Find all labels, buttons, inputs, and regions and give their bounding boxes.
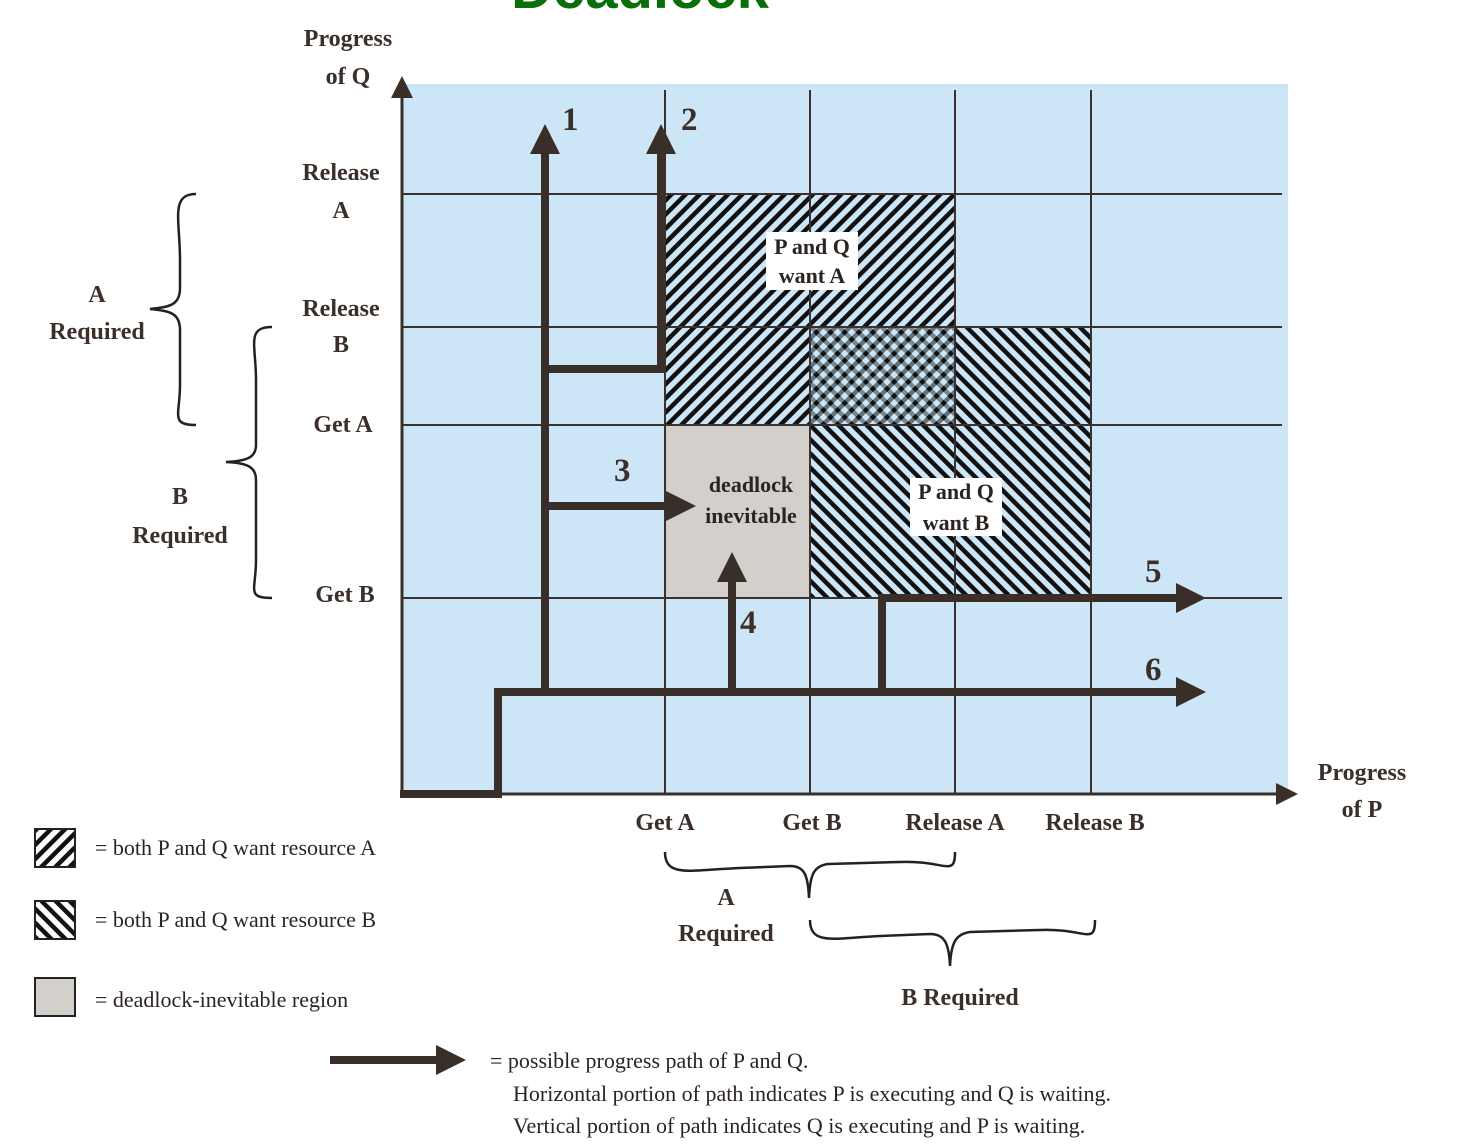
x-brace-a-label-line1: A	[717, 885, 735, 911]
x-brace-a-label-line2: Required	[678, 921, 774, 947]
legend-swatch-deadlock	[34, 977, 76, 1017]
y-brace-a-label-line2: Required	[49, 319, 145, 345]
deadlock-label-line1: deadlock	[709, 472, 794, 497]
y-tick-release-b-line2: B	[333, 332, 349, 358]
y-brace-b-label-line2: Required	[132, 523, 228, 549]
want-b-label-line2: want B	[923, 510, 990, 535]
y-tick-get-b: Get B	[315, 582, 374, 608]
path-number-5: 5	[1145, 554, 1162, 590]
x-tick-get-b: Get B	[782, 810, 841, 836]
path-number-3: 3	[614, 453, 631, 489]
legend-path-line1: = possible progress path of P and Q.	[490, 1048, 808, 1073]
region-overlap	[810, 327, 955, 425]
x-axis-label-line1: Progress	[1318, 760, 1406, 786]
want-b-label-box	[910, 478, 1002, 536]
legend-path-line2: Horizontal portion of path indicates P i…	[513, 1081, 1111, 1106]
path-number-6: 6	[1145, 652, 1162, 688]
legend-swatch-want-a	[34, 828, 76, 868]
y-brace-b	[225, 325, 273, 600]
y-tick-get-a: Get A	[313, 412, 373, 438]
y-tick-release-b-line1: Release	[302, 296, 380, 322]
legend-swatch-want-b	[34, 900, 76, 940]
want-a-label-line2: want A	[779, 263, 846, 288]
legend: = both P and Q want resource A = both P …	[34, 828, 1111, 1138]
progress-paths	[400, 124, 1206, 798]
x-tick-release-a: Release A	[905, 810, 1005, 836]
legend-path-line3: Vertical portion of path indicates Q is …	[513, 1113, 1085, 1138]
deadlock-label-line2: inevitable	[705, 503, 797, 528]
legend-want-a: = both P and Q want resource A	[95, 835, 376, 860]
legend-want-b: = both P and Q want resource B	[95, 907, 376, 932]
y-tick-release-a-line1: Release	[302, 160, 380, 186]
x-brace-a	[663, 851, 957, 899]
path-number-4: 4	[740, 605, 757, 641]
path-number-2: 2	[681, 102, 698, 138]
legend-deadlock: = deadlock-inevitable region	[95, 987, 348, 1012]
path-5	[878, 583, 1206, 692]
y-axis-label-line2: of Q	[326, 64, 371, 90]
want-b-label-line1: P and Q	[918, 479, 994, 504]
path-number-1: 1	[562, 102, 579, 138]
x-brace-b	[808, 919, 1097, 967]
y-brace-a	[149, 192, 197, 427]
path-2	[545, 124, 676, 373]
y-tick-release-a-line2: A	[332, 198, 350, 224]
y-brace-b-label-line1: B	[172, 484, 188, 510]
x-tick-release-b: Release B	[1045, 810, 1144, 836]
title: Deadlock	[511, 0, 770, 21]
want-a-label-box	[766, 232, 858, 290]
y-axis-label-line1: Progress	[304, 26, 392, 52]
y-brace-a-label-line1: A	[88, 282, 106, 308]
want-a-label-line1: P and Q	[774, 234, 850, 259]
x-tick-get-a: Get A	[635, 810, 695, 836]
x-axis-label-line2: of P	[1342, 797, 1383, 823]
x-brace-b-label: B Required	[901, 985, 1019, 1011]
